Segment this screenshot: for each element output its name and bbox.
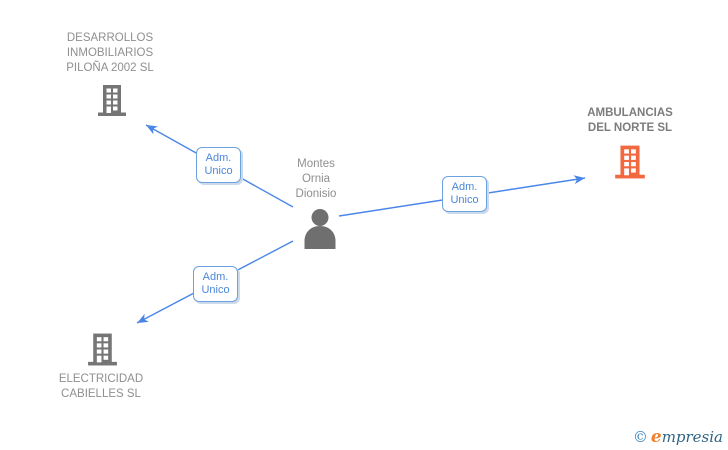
- building-icon-desarrollos[interactable]: [95, 83, 129, 117]
- company-label-line: DEL NORTE SL: [587, 122, 673, 134]
- person-label[interactable]: Montes Ornia Dionisio: [266, 157, 366, 202]
- brand-rest: mpresia: [661, 428, 723, 446]
- person-name-line: Ornia: [301, 173, 331, 185]
- person-icon[interactable]: [301, 208, 339, 249]
- company-label-electricidad[interactable]: ELECTRICIDAD CABIELLES SL: [31, 372, 171, 402]
- company-label-line: CABIELLES SL: [61, 388, 141, 400]
- relationship-box-adm-unico-1: Adm. Unico: [196, 147, 241, 183]
- building-icon-electricidad[interactable]: [85, 331, 120, 367]
- person-name-line: Dionisio: [295, 188, 337, 200]
- company-label-line: INMOBILIARIOS: [66, 47, 154, 59]
- relationship-box-adm-unico-2: Adm. Unico: [442, 176, 487, 212]
- company-label-line: AMBULANCIAS: [587, 107, 673, 119]
- company-label-line: ELECTRICIDAD: [58, 373, 144, 385]
- person-name-line: Montes: [297, 158, 335, 170]
- copyright-icon: ©: [632, 428, 648, 446]
- company-label-line: PILOÑA 2002 SL: [66, 62, 154, 74]
- brand-first-letter: e: [650, 427, 662, 447]
- relationship-box-adm-unico-3: Adm. Unico: [193, 266, 238, 302]
- empresia-logo[interactable]: ©empresia: [633, 427, 723, 447]
- company-label-line: DESARROLLOS: [66, 32, 154, 44]
- company-label-ambulancias[interactable]: AMBULANCIAS DEL NORTE SL: [556, 106, 704, 136]
- company-label-desarrollos[interactable]: DESARROLLOS INMOBILIARIOS PILOÑA 2002 SL: [30, 31, 190, 76]
- building-icon-ambulancias[interactable]: [612, 143, 648, 180]
